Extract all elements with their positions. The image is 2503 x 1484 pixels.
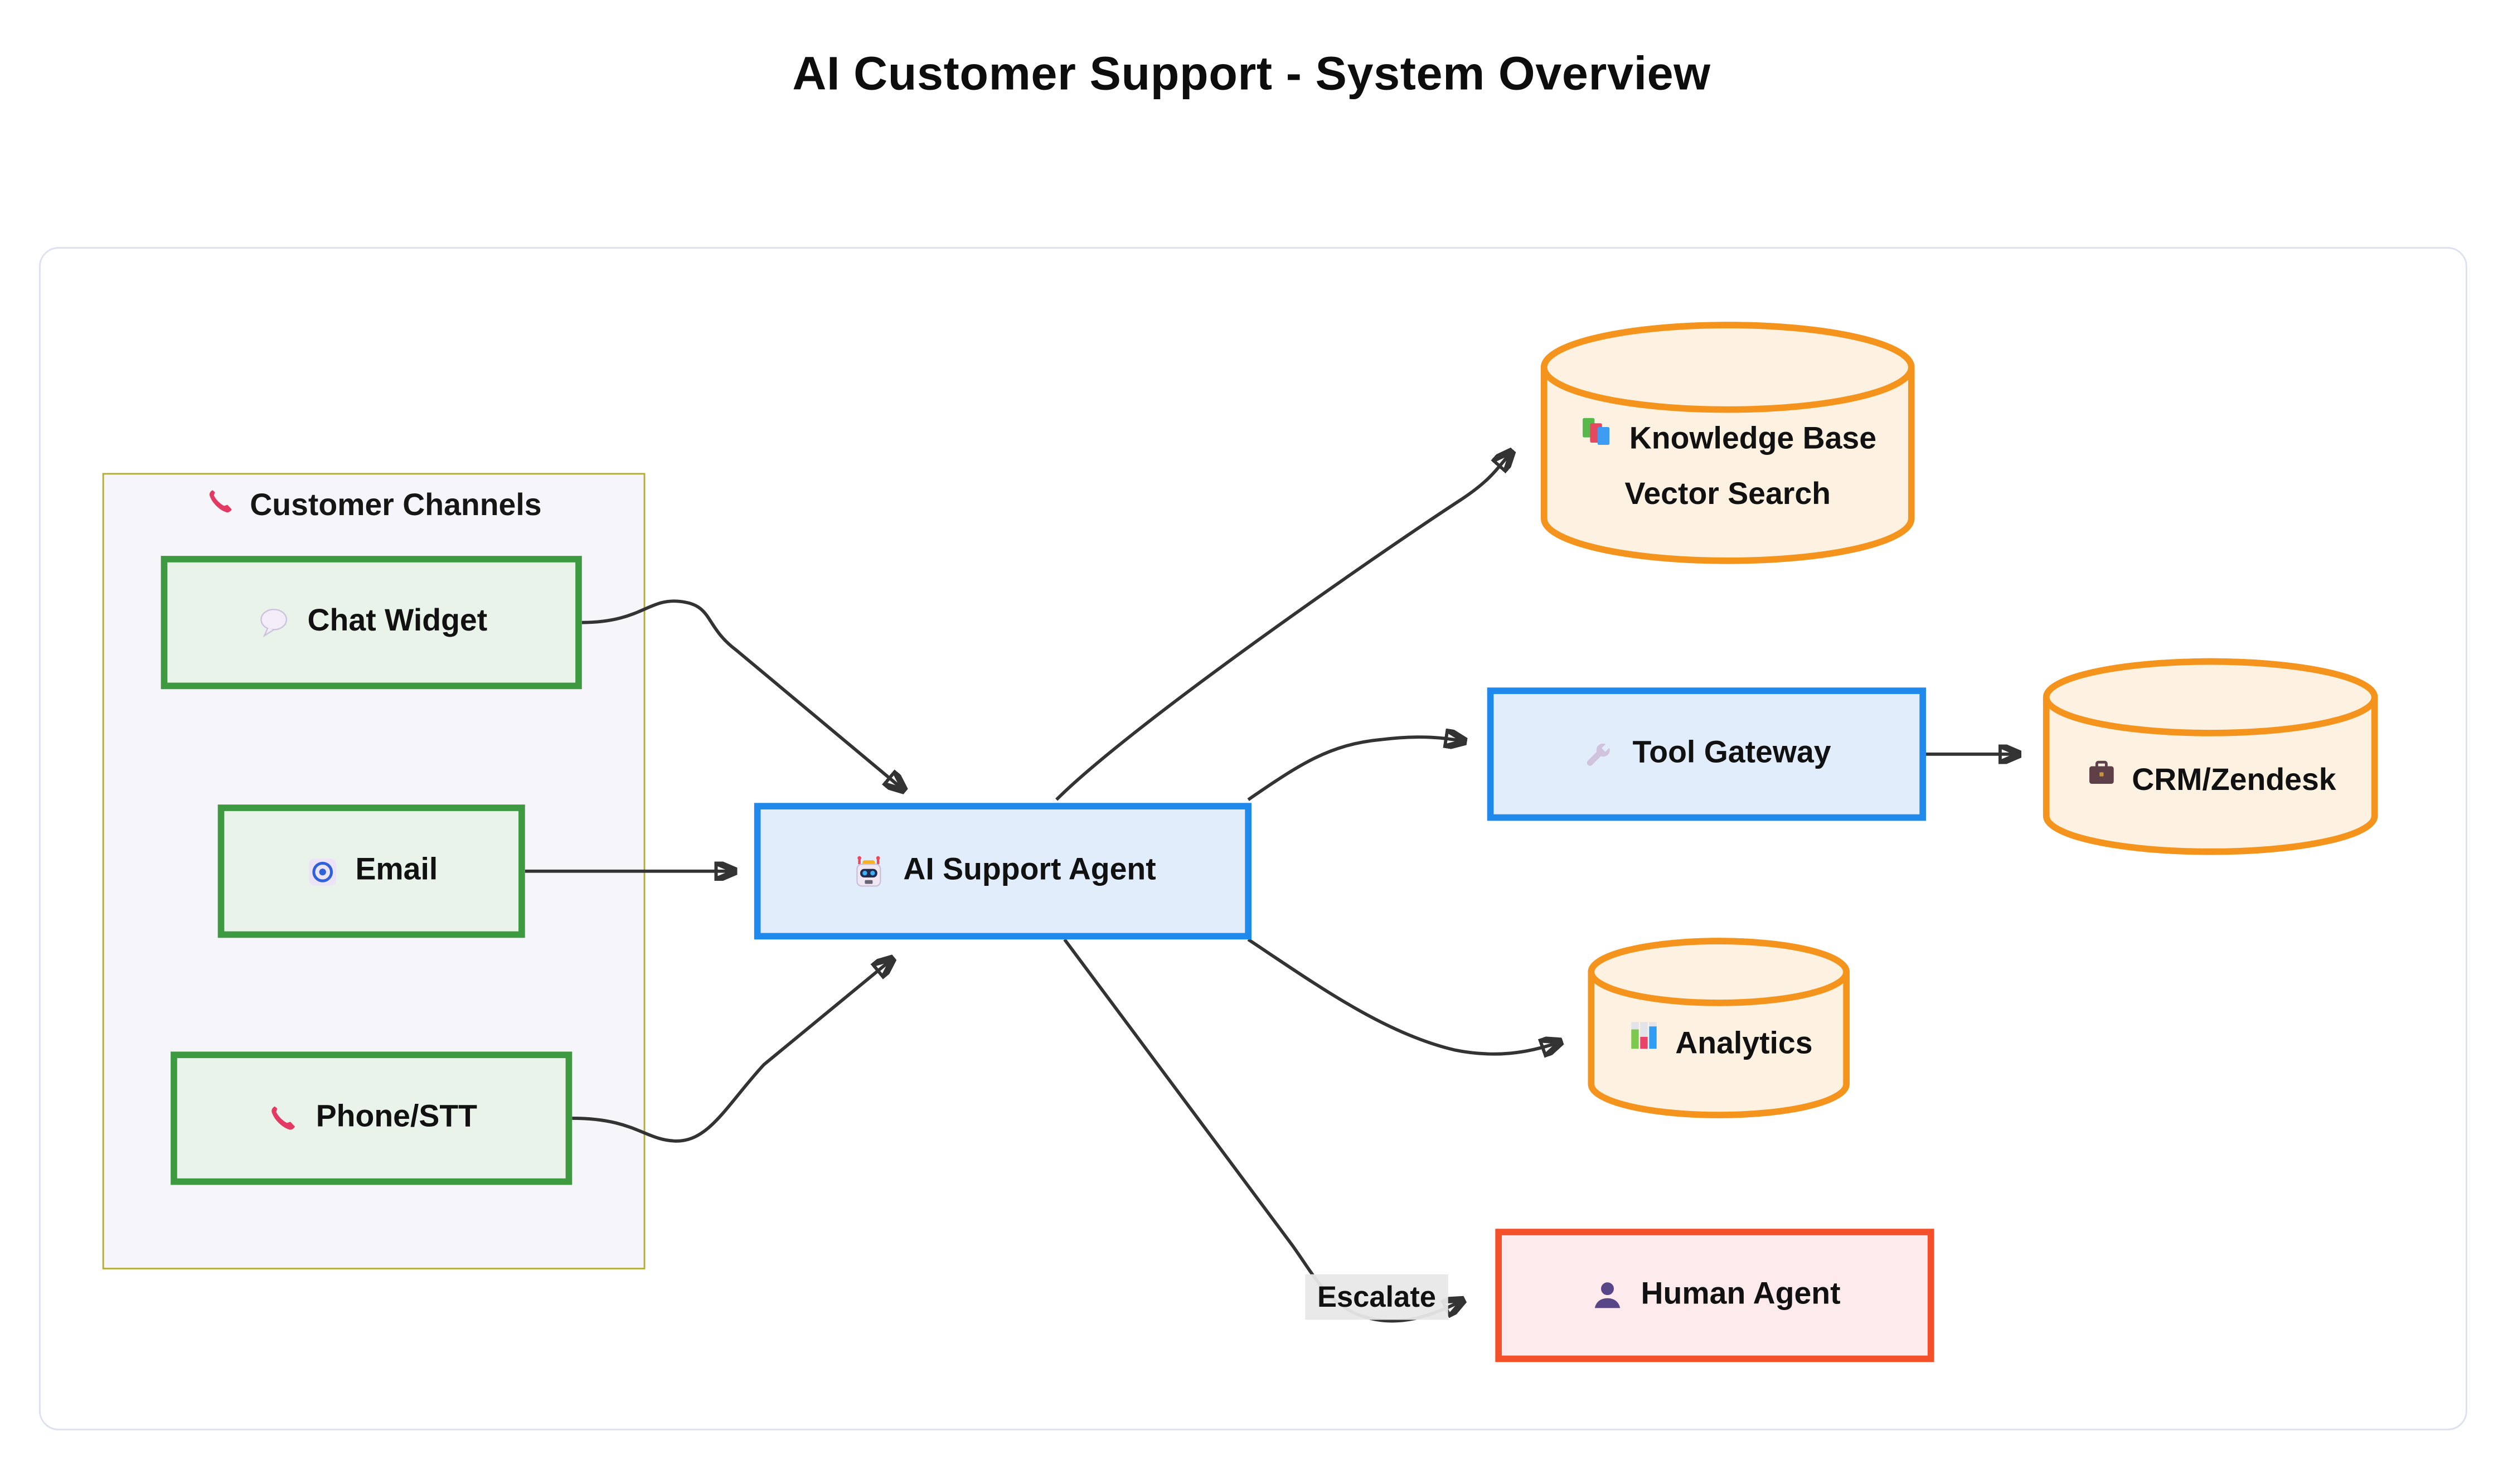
- node-label: Human Agent: [1641, 1277, 1841, 1312]
- node-ai-support-agent: AI Support Agent: [754, 803, 1252, 940]
- node-human-agent: Human Agent: [1495, 1229, 1934, 1362]
- node-label: Phone/STT: [316, 1100, 478, 1135]
- node-label-line2: Vector Search: [1624, 477, 1831, 511]
- node-label: Email: [355, 853, 438, 888]
- robot-icon: [850, 852, 887, 890]
- node-chat-widget: Chat Widget: [161, 556, 582, 690]
- books-icon: [1579, 412, 1614, 467]
- node-label: CRM/Zendesk: [2132, 763, 2336, 798]
- cylinder-shape: [2043, 658, 2378, 855]
- node-crm-zendesk: CRM/Zendesk: [2040, 655, 2381, 858]
- node-label: AI Support Agent: [903, 853, 1156, 888]
- node-knowledge-base: Knowledge Base Vector Search: [1537, 318, 1918, 567]
- node-label: Tool Gateway: [1632, 736, 1831, 770]
- email-at-icon: [305, 854, 339, 888]
- briefcase-icon: [2085, 753, 2117, 808]
- subgraph-customer-channels-label: Customer Channels: [103, 483, 642, 531]
- node-tool-gateway: Tool Gateway: [1487, 687, 1926, 821]
- node-label: Chat Widget: [307, 604, 488, 639]
- page-title: AI Customer Support - System Overview: [792, 49, 1711, 101]
- node-label-line1: Knowledge Base: [1629, 421, 1877, 456]
- speech-bubble-icon: [255, 605, 291, 641]
- cylinder-shape: [1540, 322, 1915, 564]
- wrench-icon: [1582, 737, 1616, 771]
- subgraph-label-text: Customer Channels: [250, 489, 542, 523]
- person-icon: [1589, 1278, 1624, 1313]
- node-analytics: Analytics: [1585, 934, 1853, 1121]
- phone-icon: [203, 486, 235, 528]
- cylinder-shape: [1588, 938, 1850, 1118]
- phone-icon: [265, 1101, 299, 1135]
- bar-chart-icon: [1625, 1017, 1661, 1072]
- node-phone-stt: Phone/STT: [171, 1051, 573, 1185]
- node-label: Analytics: [1675, 1026, 1813, 1061]
- node-email: Email: [217, 804, 525, 938]
- edge-label-escalate: Escalate: [1305, 1274, 1448, 1320]
